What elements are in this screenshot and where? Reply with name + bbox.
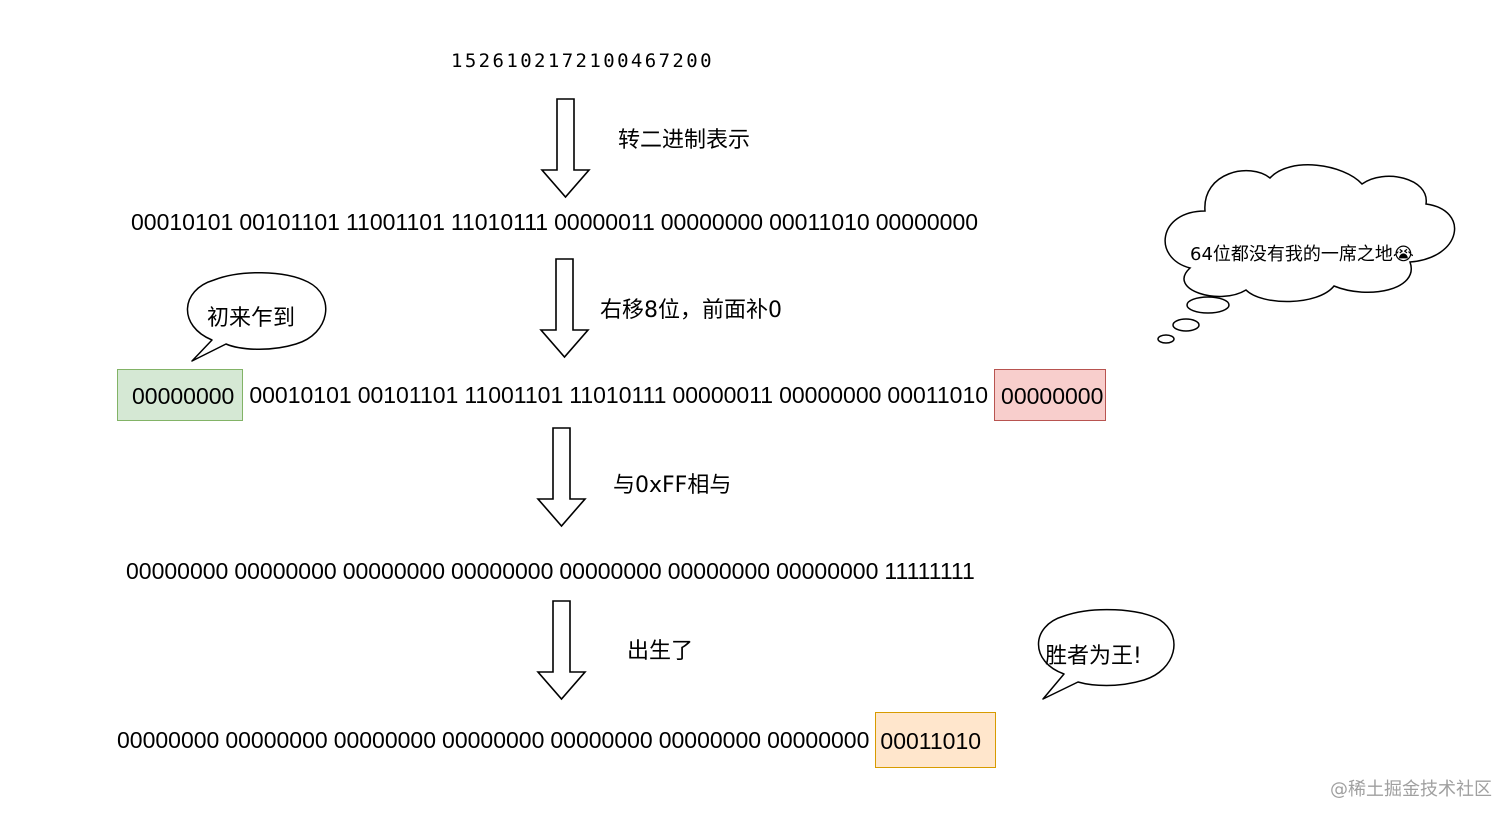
byte: 00000011 (672, 381, 774, 408)
down-arrow-3 (536, 427, 587, 528)
byte: 11111111 (884, 557, 975, 584)
byte: 00000000 (776, 557, 879, 584)
byte: 00000000 (451, 557, 554, 584)
byte: 11010111 (450, 208, 549, 235)
byte: 00011010 (769, 208, 870, 235)
highlight-dropped-byte: 00000000 (994, 369, 1107, 421)
byte: 00101101 (239, 208, 340, 235)
callout-new-arrival: 初来乍到 (207, 306, 296, 331)
byte: 00000000 (767, 726, 870, 753)
callout-dropped-out: 64位都没有我的一席之地😭 (1190, 244, 1414, 265)
byte: 00000000 (667, 557, 771, 584)
byte: 00011010 (887, 381, 989, 408)
byte: 00010101 (249, 381, 352, 408)
byte: 11001101 (464, 381, 564, 408)
byte: 00000000 (660, 208, 764, 235)
callout-winner: 胜者为王! (1045, 644, 1142, 669)
byte: 11001101 (345, 208, 445, 235)
byte: 00000000 (658, 726, 762, 753)
byte: 00000000 (550, 726, 653, 753)
byte: 00000000 (126, 557, 229, 584)
byte: 00000000 (875, 208, 979, 235)
binary-row-mask: 00000000 00000000 00000000 00000000 0000… (126, 555, 975, 587)
down-arrow-2 (539, 258, 590, 359)
binary-row-original: 00010101 00101101 11001101 11010111 0000… (131, 206, 978, 238)
byte: 00000000 (117, 726, 220, 753)
watermark: @稀土掘金技术社区 (1330, 779, 1492, 800)
highlight-new-zero-byte: 00000000 (117, 369, 244, 421)
step-label-to-binary: 转二进制表示 (618, 128, 751, 153)
step-label-and-mask: 与0xFF相与 (613, 473, 732, 498)
binary-row-shifted: 00000000 00010101 00101101 11001101 1101… (117, 368, 1107, 422)
byte: 00000000 (779, 381, 882, 408)
byte: 00000000 (442, 726, 545, 753)
binary-row-result: 00000000 00000000 00000000 00000000 0000… (117, 711, 997, 769)
byte: 00101101 (357, 381, 459, 408)
byte: 00000000 (225, 726, 328, 753)
byte: 00010101 (131, 208, 234, 235)
byte: 00000011 (554, 208, 655, 235)
byte: 11010111 (569, 381, 667, 408)
byte: 00000000 (234, 557, 337, 584)
byte: 00000000 (333, 726, 437, 753)
byte: 00000000 (342, 557, 446, 584)
highlight-result-byte: 00011010 (875, 712, 997, 768)
down-arrow-1 (540, 98, 591, 199)
step-label-result: 出生了 (627, 639, 694, 664)
decimal-number: 1526102172100467200 (451, 50, 714, 72)
step-label-shift-right: 右移8位，前面补0 (600, 298, 782, 323)
down-arrow-4 (536, 600, 587, 701)
byte: 00000000 (559, 557, 662, 584)
